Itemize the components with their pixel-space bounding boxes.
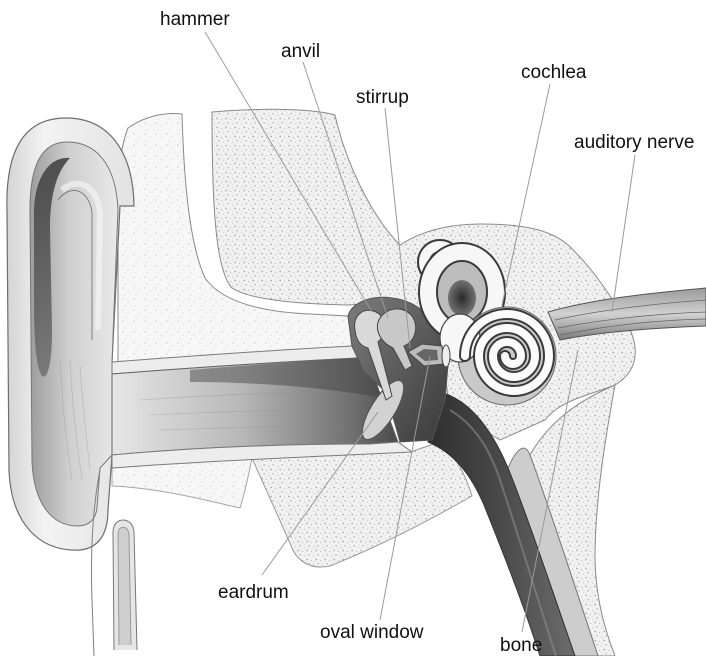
- auditory-nerve-leader-line: [612, 155, 635, 312]
- auditory-nerve-label: auditory nerve: [574, 132, 694, 153]
- hammer-label: hammer: [160, 9, 230, 30]
- stirrup-label: stirrup: [356, 87, 409, 108]
- eardrum-label: eardrum: [218, 582, 289, 603]
- tympanic-bone-region: [252, 442, 472, 567]
- bone-label: bone: [500, 635, 542, 656]
- ear-fold-inner: [118, 527, 131, 645]
- cochlea-label: cochlea: [521, 62, 587, 83]
- semicircular-canal-hole: [448, 280, 476, 316]
- oval-window-membrane: [442, 345, 450, 367]
- oval-window-label: oval window: [320, 622, 424, 643]
- anvil-label: anvil: [281, 41, 320, 62]
